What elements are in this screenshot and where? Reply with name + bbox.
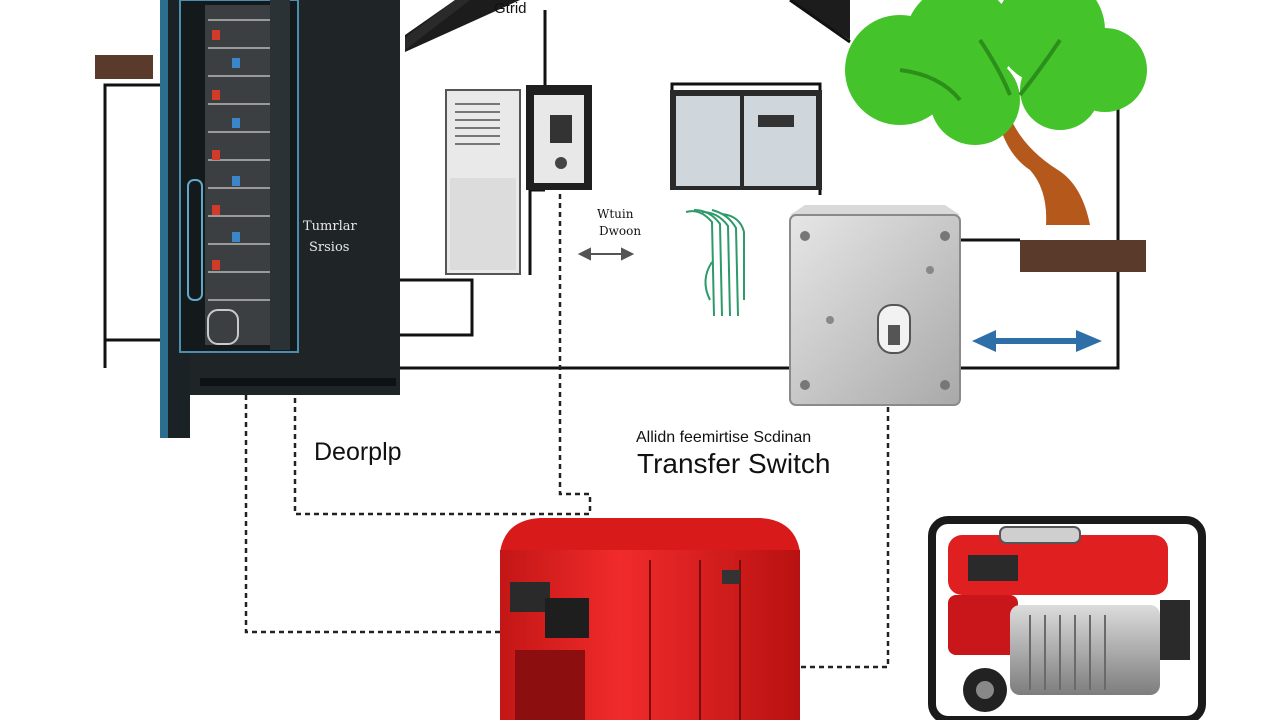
meter-box-icon — [445, 89, 521, 275]
solid-wires — [103, 10, 1120, 370]
dashed-wires — [244, 190, 890, 669]
double-arrow-icon — [577, 247, 635, 261]
ground-bar — [1020, 240, 1146, 272]
standby-generator-icon — [500, 518, 800, 720]
disconnect-box-icon — [526, 85, 592, 190]
panel-label-line2: Srsios — [309, 240, 350, 255]
left-bar — [95, 55, 153, 79]
grid-label: Gtrid — [494, 0, 527, 17]
panel-label-line1: Tumrlar — [303, 219, 357, 234]
house-roof-icon — [405, 0, 851, 52]
switch-caption-large: Transfer Switch — [637, 448, 831, 479]
wiring-label-line2: Dwoon — [599, 224, 642, 238]
transfer-switch-icon — [789, 205, 961, 406]
double-arrow-icon — [972, 330, 1102, 352]
left-device-label: Deorplp — [314, 438, 402, 466]
switch-caption-small: Allidn feemirtise Scdinan — [636, 429, 812, 446]
wire-bundle-icon — [685, 209, 745, 317]
tree-icon — [845, 0, 1147, 225]
wiring-label-line1: Wtuin — [597, 207, 634, 221]
breaker-panel-icon — [160, 0, 400, 438]
portable-generator-icon — [928, 516, 1206, 720]
service-panel-icon — [670, 90, 822, 190]
